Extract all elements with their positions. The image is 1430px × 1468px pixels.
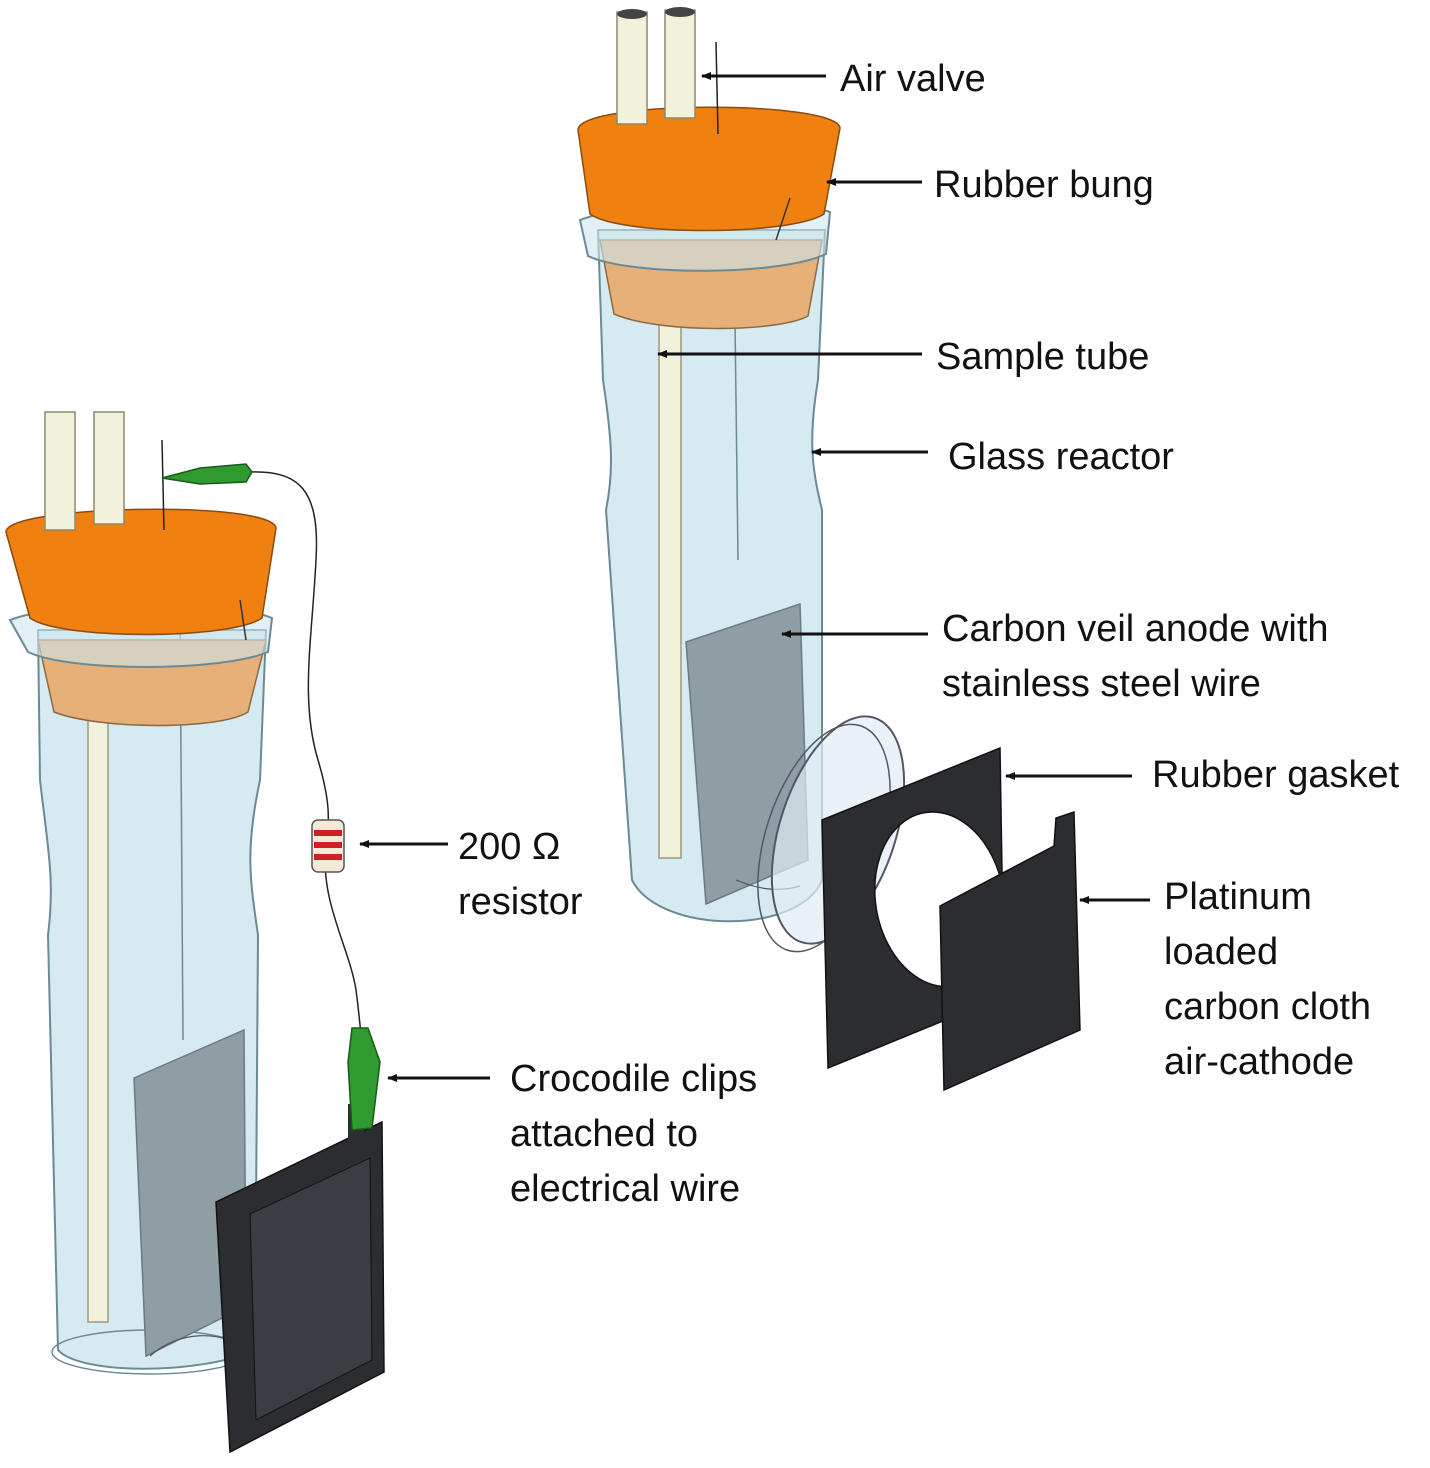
right-sample-tube: [658, 307, 682, 859]
air-valve-wire: [715, 41, 719, 135]
electrical-wire: [247, 471, 363, 1041]
label-clips: Crocodile clips attached to electrical w…: [510, 1058, 758, 1210]
left-sample-tube: [87, 699, 109, 1323]
label-sample-tube: Sample tube: [936, 336, 1150, 378]
label-anode: Carbon veil anode with stainless steel w…: [942, 608, 1329, 705]
right-rubber-bung: [577, 106, 841, 232]
right-tube-1: [616, 11, 648, 125]
label-cathode: Platinum loaded carbon cloth air-cathode: [1164, 876, 1372, 1083]
label-rubber-gasket: Rubber gasket: [1152, 754, 1400, 796]
platinum-air-cathode: [939, 810, 1081, 1092]
crocodile-clip-bottom: [347, 1027, 381, 1131]
label-air-valve: Air valve: [840, 58, 986, 100]
assembled-reactor: [5, 411, 385, 1454]
exploded-reactor: [577, 7, 1081, 1092]
resistor: [311, 819, 345, 873]
crocodile-clip-top: [161, 463, 253, 485]
label-resistor: 200 Ω resistor: [458, 826, 583, 923]
right-tube-2: [664, 9, 696, 119]
left-tube-1: [44, 411, 76, 531]
label-glass-reactor: Glass reactor: [948, 436, 1174, 478]
arrows: [359, 72, 1150, 1082]
label-rubber-bung: Rubber bung: [934, 164, 1154, 206]
left-tube-2: [93, 411, 125, 525]
